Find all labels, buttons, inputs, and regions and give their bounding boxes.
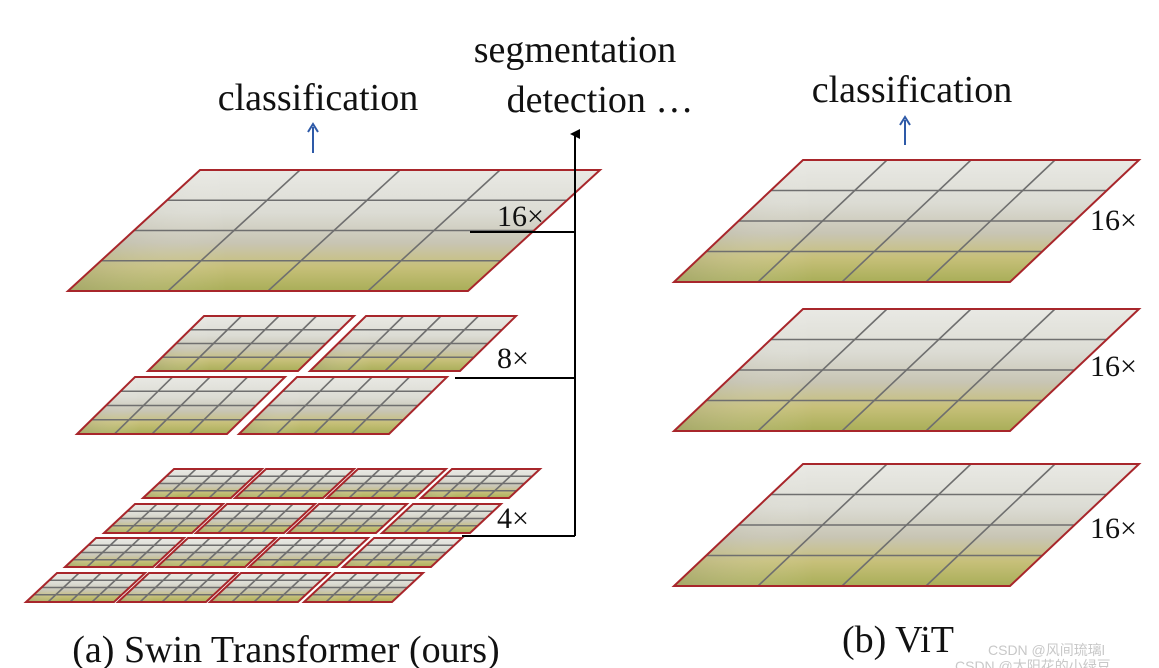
vit-scale-label-1: 16× [1090,204,1137,237]
window-border [418,468,543,499]
patch-line [169,503,202,534]
patch-line [259,315,318,372]
patch-line [300,468,333,499]
window-border [671,463,1142,587]
window-border [340,537,465,568]
patch-line [130,537,163,568]
watermark-line1: CSDN @风间琉璃l [988,642,1105,658]
window-border [671,159,1142,283]
window-border [193,503,318,534]
patch-line [222,537,255,568]
window-border [101,503,226,534]
swin-window [193,503,318,534]
segmentation-label: segmentation [474,29,677,71]
vit-classification-arrowhead [899,115,911,126]
vit-diagram: classification 16× 16× 16× (b) ViT [671,69,1142,661]
swin-scale-8x: 8× [497,342,529,375]
window-border [232,468,357,499]
window-border [62,537,187,568]
window-border [301,572,426,603]
patch-line [314,537,347,568]
watermark-line2: CSDN @太阳花的小绿豆 [955,658,1111,668]
patch-line [925,159,1056,283]
window-border [671,308,1142,432]
window-border [140,468,265,499]
patch-line [353,503,386,534]
swin-window [207,572,332,603]
swin-caption: (a) Swin Transformer (ours) [72,629,499,668]
swin-stage-8x [74,315,519,435]
patch-line [367,169,501,292]
swin-window [74,376,288,435]
swin-scale-4x: 4× [497,502,529,535]
swin-window [23,572,148,603]
vit-layer [671,308,1142,432]
swin-window [307,315,519,372]
patch-line [925,463,1056,587]
window-border [74,376,288,435]
window-border [307,315,519,372]
window-border [207,572,332,603]
swin-scale-16x: 16× [497,200,544,233]
swin-window [140,468,265,499]
swin-window [154,537,279,568]
swin-stage-16x [65,169,603,292]
vit-classification-label: classification [812,69,1012,111]
patch-line [447,503,480,534]
swin-window [418,468,543,499]
window-border [236,376,450,435]
patch-line [408,537,441,568]
swin-window [232,468,357,499]
vit-layers [671,159,1142,587]
window-border [379,503,504,534]
swin-window [62,537,187,568]
vit-layer [671,463,1142,587]
vit-scale-label-2: 16× [1090,350,1137,383]
patch-line [91,572,124,603]
patch-line [392,468,425,499]
swin-window [65,169,603,292]
window-border [154,537,279,568]
window-border [23,572,148,603]
swin-window [379,503,504,534]
swin-window [246,537,371,568]
swin-stage-4x [23,468,543,603]
patch-line [188,376,249,435]
swin-window [115,572,240,603]
swin-window [145,315,357,372]
window-border [145,315,357,372]
patch-line [208,468,241,499]
vit-caption: (b) ViT [842,619,954,661]
swin-diagram: classification segmentation detection … … [23,29,694,668]
swin-classification-arrowhead [307,122,319,133]
patch-line [183,572,216,603]
vit-layer [671,159,1142,283]
window-border [65,169,603,292]
swin-window [236,376,450,435]
patch-line [275,572,308,603]
window-border [324,468,449,499]
swin-window [301,572,426,603]
window-border [285,503,410,534]
patch-line [369,572,402,603]
swin-window [324,468,449,499]
swin-window [285,503,410,534]
patch-line [486,468,519,499]
patch-line [261,503,294,534]
patch-line [925,308,1056,432]
patch-line [350,376,411,435]
swin-window [340,537,465,568]
swin-classification-label: classification [218,77,418,119]
window-border [246,537,371,568]
window-border [115,572,240,603]
feature-connectors [455,129,580,537]
patch-line [421,315,480,372]
vit-scale-label-3: 16× [1090,512,1137,545]
detection-label: detection … [507,79,694,121]
swin-window [101,503,226,534]
